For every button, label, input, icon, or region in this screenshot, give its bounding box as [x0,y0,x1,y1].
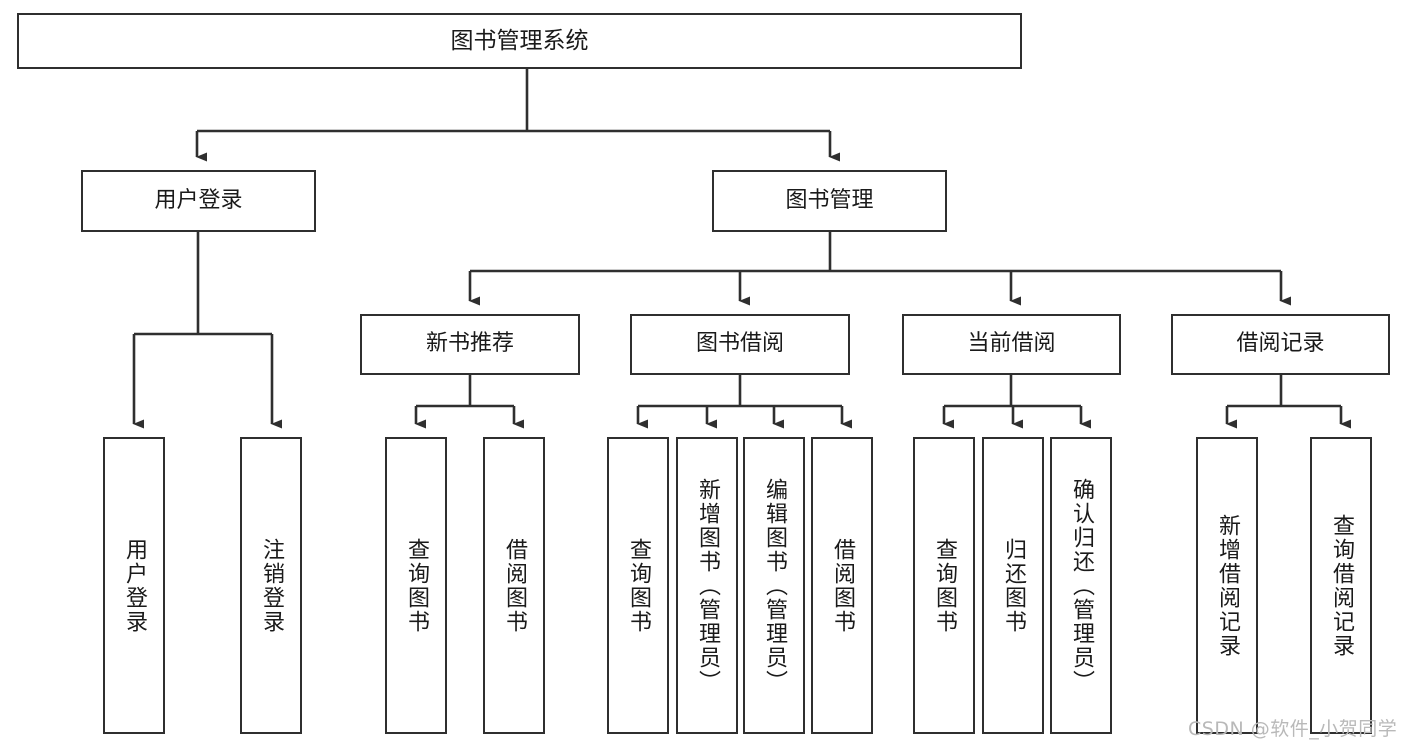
node-user-login-label: 用户登录 [154,187,243,213]
node-leaf-query-book-3[interactable]: 查询图书 [913,437,975,734]
node-book-borrow-label: 图书借阅 [695,331,784,357]
node-leaf-query-book-1-label: 查询图书 [404,537,429,634]
node-leaf-logout-label: 注销登录 [259,537,284,634]
node-new-book-recommend-label: 新书推荐 [425,331,514,357]
node-leaf-return-book[interactable]: 归还图书 [982,437,1044,734]
node-leaf-user-login-label: 用户登录 [122,537,147,634]
node-leaf-add-book-label: 新增图书（管理员） [695,477,720,694]
node-leaf-confirm-return-label: 确认归还（管理员） [1069,477,1094,694]
node-leaf-borrow-book-1[interactable]: 借阅图书 [483,437,545,734]
node-book-borrow[interactable]: 图书借阅 [630,314,850,375]
node-current-borrow-label: 当前借阅 [967,331,1056,357]
node-leaf-edit-book[interactable]: 编辑图书（管理员） [743,437,805,734]
node-leaf-query-record-label: 查询借阅记录 [1329,513,1354,658]
node-current-borrow[interactable]: 当前借阅 [902,314,1121,375]
node-leaf-confirm-return[interactable]: 确认归还（管理员） [1050,437,1112,734]
node-root[interactable]: 图书管理系统 [17,13,1022,69]
node-leaf-query-book-2-label: 查询图书 [626,537,651,634]
node-leaf-add-record-label: 新增借阅记录 [1215,513,1240,658]
node-leaf-add-book[interactable]: 新增图书（管理员） [676,437,738,734]
node-borrow-record-label: 借阅记录 [1236,331,1325,357]
node-root-label: 图书管理系统 [450,27,589,54]
node-borrow-record[interactable]: 借阅记录 [1171,314,1390,375]
node-new-book-recommend[interactable]: 新书推荐 [360,314,580,375]
node-leaf-query-book-1[interactable]: 查询图书 [385,437,447,734]
node-leaf-add-record[interactable]: 新增借阅记录 [1196,437,1258,734]
node-leaf-borrow-book-1-label: 借阅图书 [502,537,527,634]
node-leaf-edit-book-label: 编辑图书（管理员） [762,477,787,694]
node-leaf-borrow-book-2-label: 借阅图书 [830,537,855,634]
node-leaf-query-book-3-label: 查询图书 [932,537,957,634]
node-leaf-return-book-label: 归还图书 [1001,537,1026,634]
node-leaf-query-record[interactable]: 查询借阅记录 [1310,437,1372,734]
node-book-management-label: 图书管理 [785,187,874,213]
node-leaf-logout[interactable]: 注销登录 [240,437,302,734]
node-user-login[interactable]: 用户登录 [81,170,316,232]
node-book-management[interactable]: 图书管理 [712,170,947,232]
node-leaf-query-book-2[interactable]: 查询图书 [607,437,669,734]
node-leaf-borrow-book-2[interactable]: 借阅图书 [811,437,873,734]
node-leaf-user-login[interactable]: 用户登录 [103,437,165,734]
